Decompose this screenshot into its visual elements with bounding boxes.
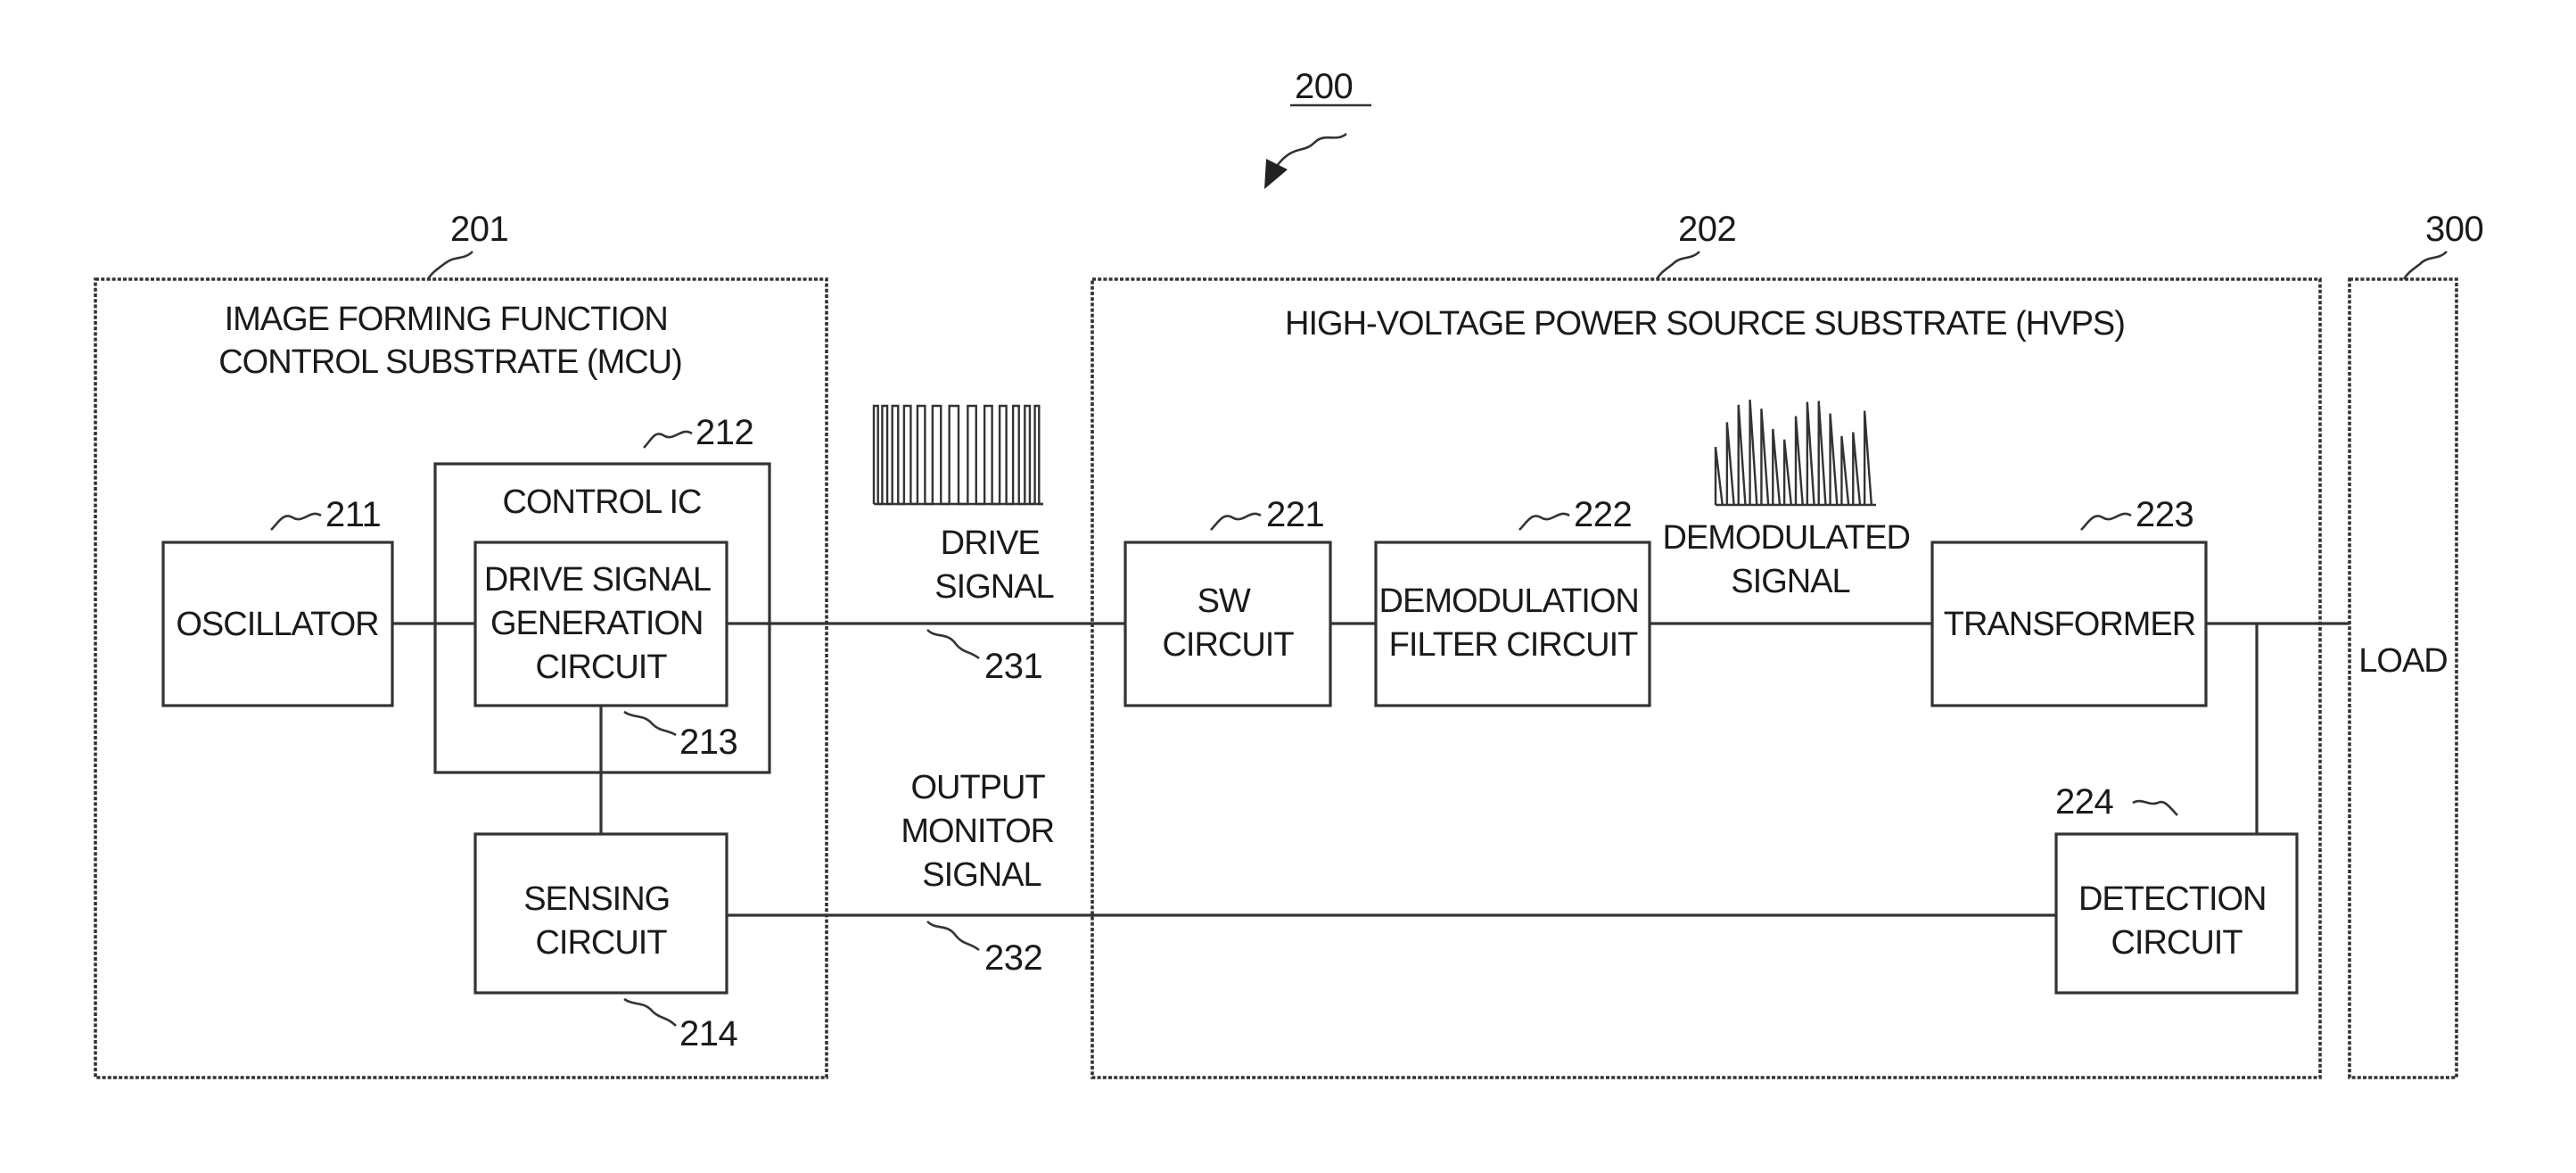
load-label: LOAD <box>2358 642 2447 680</box>
drive-signal-ref: 231 <box>984 647 1042 686</box>
sensing-circuit-ref-leader <box>624 999 676 1026</box>
output-monitor-signal-label: OUTPUT MONITOR SIGNAL <box>901 769 1062 894</box>
control-ic-ref: 212 <box>695 413 753 452</box>
sw-circuit-label: SW CIRCUIT <box>1162 582 1294 664</box>
transformer-ref: 223 <box>2136 495 2193 534</box>
load-ref-leader <box>2404 252 2447 279</box>
demodulation-filter-label: DEMODULATION FILTER CIRCUIT <box>1379 582 1648 664</box>
demodulation-filter-block <box>1376 542 1650 706</box>
output-monitor-signal-ref: 232 <box>984 938 1042 978</box>
detection-circuit-ref-leader <box>2133 801 2177 815</box>
waveform-trace <box>1716 400 1872 505</box>
oscillator-ref: 211 <box>325 495 381 534</box>
oscillator-ref-leader <box>271 514 321 530</box>
figure-ref-label: 200 <box>1295 67 1353 106</box>
drive-signal-ref-leader <box>927 630 979 658</box>
sw-circuit-ref-leader <box>1211 514 1261 530</box>
figure-ref-leader <box>1277 134 1346 166</box>
demodulated-signal-waveform-icon <box>1716 400 1876 505</box>
sw-circuit-block <box>1125 542 1330 706</box>
figure-ref-arrowhead <box>1264 159 1288 189</box>
mcu-substrate-frame <box>95 279 827 1078</box>
waveform-trace <box>874 406 1043 504</box>
load-ref: 300 <box>2425 210 2483 249</box>
oscillator-label: OSCILLATOR <box>176 606 378 643</box>
demodulation-filter-ref: 222 <box>1574 495 1632 534</box>
control-ic-ref-leader <box>644 432 692 448</box>
mcu-substrate-ref-leader <box>428 252 473 279</box>
drive-signal-generation-ref-leader <box>624 712 676 735</box>
mcu-substrate-ref: 201 <box>450 210 508 249</box>
drive-signal-label: DRIVE SIGNAL <box>934 525 1053 606</box>
demodulation-filter-ref-leader <box>1519 514 1569 530</box>
hvps-substrate-ref-leader <box>1657 252 1700 279</box>
drive-signal-generation-ref: 213 <box>679 723 737 762</box>
detection-circuit-ref: 224 <box>2055 782 2113 822</box>
detection-circuit-label: DETECTION CIRCUIT <box>2078 880 2275 962</box>
demodulated-signal-label: DEMODULATED SIGNAL <box>1662 519 1918 600</box>
transformer-label: TRANSFORMER <box>1944 606 2195 643</box>
drive-signal-generation-label: DRIVE SIGNAL GENERATION CIRCUIT <box>484 561 718 686</box>
sw-circuit-ref: 221 <box>1266 495 1324 534</box>
output-monitor-signal-ref-leader <box>927 921 979 950</box>
mcu-substrate-title: IMAGE FORMING FUNCTION CONTROL SUBSTRATE… <box>218 301 682 381</box>
control-ic-label: CONTROL IC <box>503 483 702 521</box>
drive-signal-waveform-icon <box>874 406 1043 504</box>
hvps-substrate-ref: 202 <box>1678 210 1736 249</box>
sensing-circuit-ref: 214 <box>679 1014 737 1053</box>
hvps-substrate-title: HIGH-VOLTAGE POWER SOURCE SUBSTRATE (HVP… <box>1285 305 2125 343</box>
transformer-ref-leader <box>2081 514 2131 530</box>
sensing-circuit-label: SENSING CIRCUIT <box>523 880 679 962</box>
